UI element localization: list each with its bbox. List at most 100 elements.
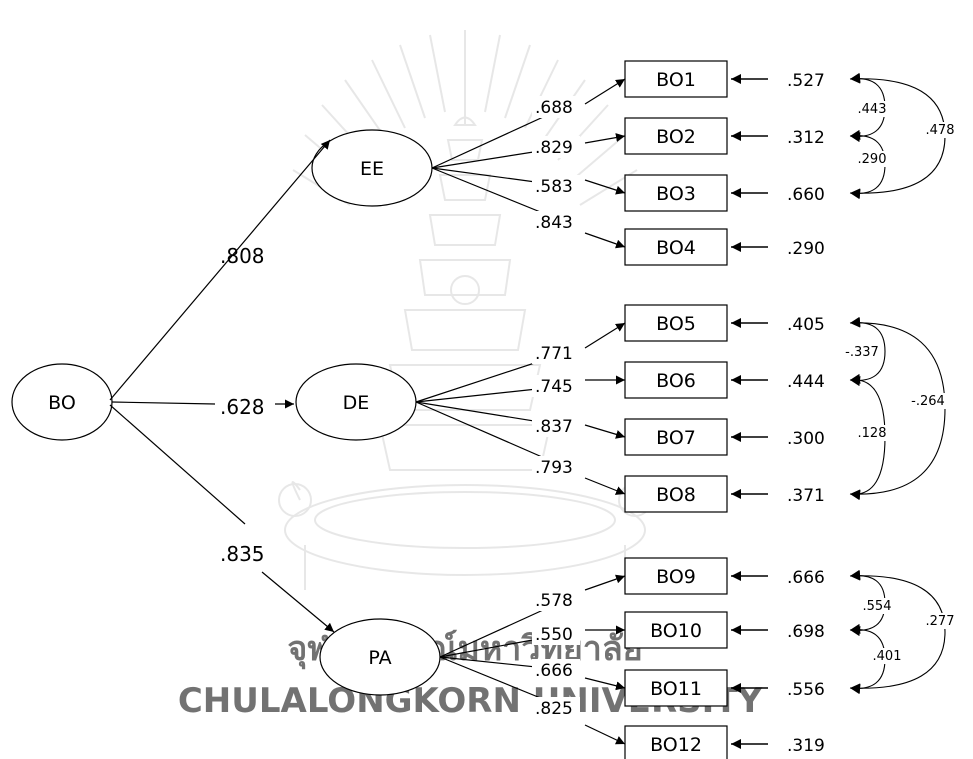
loading-value-bo8: .793 bbox=[535, 458, 573, 478]
error-value-bo11: .556 bbox=[787, 680, 825, 700]
indicator-label-bo9: BO9 bbox=[656, 566, 696, 588]
latent-pa-label: PA bbox=[368, 647, 391, 669]
covariance-layer: .443.290 .478 -.337 .128-.264 .554 .401 .277 bbox=[842, 72, 960, 695]
covariance-value: .554 bbox=[863, 599, 892, 614]
loading-arrow bbox=[584, 322, 626, 349]
indicator-box bbox=[624, 418, 728, 456]
covariance-value: .277 bbox=[926, 614, 955, 629]
indicator-label-bo2: BO2 bbox=[656, 126, 696, 148]
indicator-box bbox=[624, 475, 728, 513]
loading-value-bo11: .666 bbox=[535, 661, 573, 681]
loading-value-bo2: .829 bbox=[535, 138, 573, 158]
latent-de: DE bbox=[295, 363, 417, 441]
error-value-bo7: .300 bbox=[787, 429, 825, 449]
loading-arrow bbox=[584, 424, 626, 439]
indicator-label-bo5: BO5 bbox=[656, 313, 696, 335]
covariance-bo6-bo8: .128 bbox=[849, 373, 892, 501]
indicator-box bbox=[624, 669, 728, 707]
indicator-box bbox=[624, 611, 728, 649]
covariance-label-bg bbox=[920, 613, 960, 629]
covariance-bo10-bo11: .401 bbox=[849, 623, 907, 695]
indicator-bo9: .578 BO9 .666 bbox=[439, 557, 825, 658]
indicator-bo6: .745 BO6 .444 bbox=[415, 361, 825, 403]
error-value-bo12: .319 bbox=[787, 736, 825, 756]
covariance-value: .478 bbox=[926, 123, 955, 138]
covariance-bo9-bo11: .277 bbox=[849, 570, 960, 694]
indicator-label-bo8: BO8 bbox=[656, 484, 696, 506]
indicator-label-bo6: BO6 bbox=[656, 370, 696, 392]
covariance-label-bg bbox=[867, 648, 907, 664]
covariance-value: -.337 bbox=[845, 345, 879, 360]
indicator-label-bo12: BO12 bbox=[650, 734, 702, 756]
covariance-label-bg bbox=[852, 151, 892, 167]
loading-arrow bbox=[584, 78, 626, 105]
indicator-box bbox=[624, 361, 728, 399]
loading-value-bo10: .550 bbox=[535, 625, 573, 645]
path-bo-ee bbox=[109, 139, 331, 401]
loading-value-bo6: .745 bbox=[535, 377, 573, 397]
indicator-label-bo7: BO7 bbox=[656, 427, 696, 449]
indicator-bo2: .829 BO2 .312 bbox=[431, 117, 825, 169]
error-value-bo9: .666 bbox=[787, 568, 825, 588]
error-value-bo10: .698 bbox=[787, 622, 825, 642]
indicator-box bbox=[624, 60, 728, 98]
indicator-box bbox=[624, 228, 728, 266]
indicator-label-bo3: BO3 bbox=[656, 183, 696, 205]
latent-ee: EE bbox=[311, 129, 433, 207]
covariance-value: .401 bbox=[873, 649, 902, 664]
loading-label-bg bbox=[532, 589, 580, 611]
covariance-bo1-bo2: .443 bbox=[849, 72, 892, 143]
error-value-bo1: .527 bbox=[787, 71, 825, 91]
latent-ee-label: EE bbox=[360, 158, 384, 180]
latent-pa: PA bbox=[319, 618, 441, 696]
covariance-arc bbox=[849, 570, 946, 694]
latent-bo: BO bbox=[11, 363, 113, 441]
indicator-label-bo4: BO4 bbox=[656, 237, 696, 259]
covariance-label-bg bbox=[852, 425, 892, 441]
error-value-bo4: .290 bbox=[787, 239, 825, 259]
loading-label-bg bbox=[532, 697, 580, 719]
loading-value-bo1: .688 bbox=[535, 98, 573, 118]
loading-label-bg bbox=[532, 175, 580, 197]
indicator-bo3: .583 BO3 .660 bbox=[431, 167, 825, 212]
indicator-box bbox=[624, 304, 728, 342]
indicator-label-bo1: BO1 bbox=[656, 69, 696, 91]
path-bo-pa-a bbox=[109, 404, 246, 525]
loading-arrow bbox=[584, 133, 626, 144]
path-bo-de-a bbox=[111, 401, 216, 405]
latent-de-label: DE bbox=[343, 392, 370, 414]
loading-label-bg bbox=[532, 456, 580, 478]
loading-label-bg bbox=[532, 375, 580, 397]
path-bo-pa-b bbox=[261, 571, 335, 633]
covariance-value: .128 bbox=[858, 426, 887, 441]
indicator-box bbox=[624, 557, 728, 595]
loading-value-bo12: .825 bbox=[535, 699, 573, 719]
covariance-label-bg bbox=[920, 122, 960, 138]
indicator-box bbox=[624, 174, 728, 212]
loading-arrow bbox=[584, 232, 626, 249]
loading-label-bg bbox=[532, 96, 580, 118]
loading-label-bg bbox=[532, 211, 580, 233]
loading-arrow bbox=[584, 179, 626, 195]
covariance-label-bg bbox=[908, 393, 948, 409]
loading-value-bo9: .578 bbox=[535, 591, 573, 611]
covariance-bo5-bo6: -.337 bbox=[842, 316, 886, 387]
error-value-bo6: .444 bbox=[787, 372, 825, 392]
loading-label-bg bbox=[532, 415, 580, 437]
loading-arrow bbox=[584, 477, 626, 495]
seal-base-icon bbox=[278, 481, 652, 590]
loading-value-bo5: .771 bbox=[535, 344, 573, 364]
loading-value-bo3: .583 bbox=[535, 177, 573, 197]
covariance-bo2-bo3: .290 bbox=[849, 129, 892, 200]
loading-bo-de: .628 bbox=[220, 395, 265, 419]
covariance-label-bg bbox=[852, 101, 892, 117]
error-value-bo3: .660 bbox=[787, 185, 825, 205]
error-value-bo2: .312 bbox=[787, 128, 825, 148]
covariance-bo5-bo8: -.264 bbox=[849, 317, 948, 500]
loading-label-bg bbox=[532, 136, 580, 158]
loading-arrow bbox=[584, 574, 626, 591]
